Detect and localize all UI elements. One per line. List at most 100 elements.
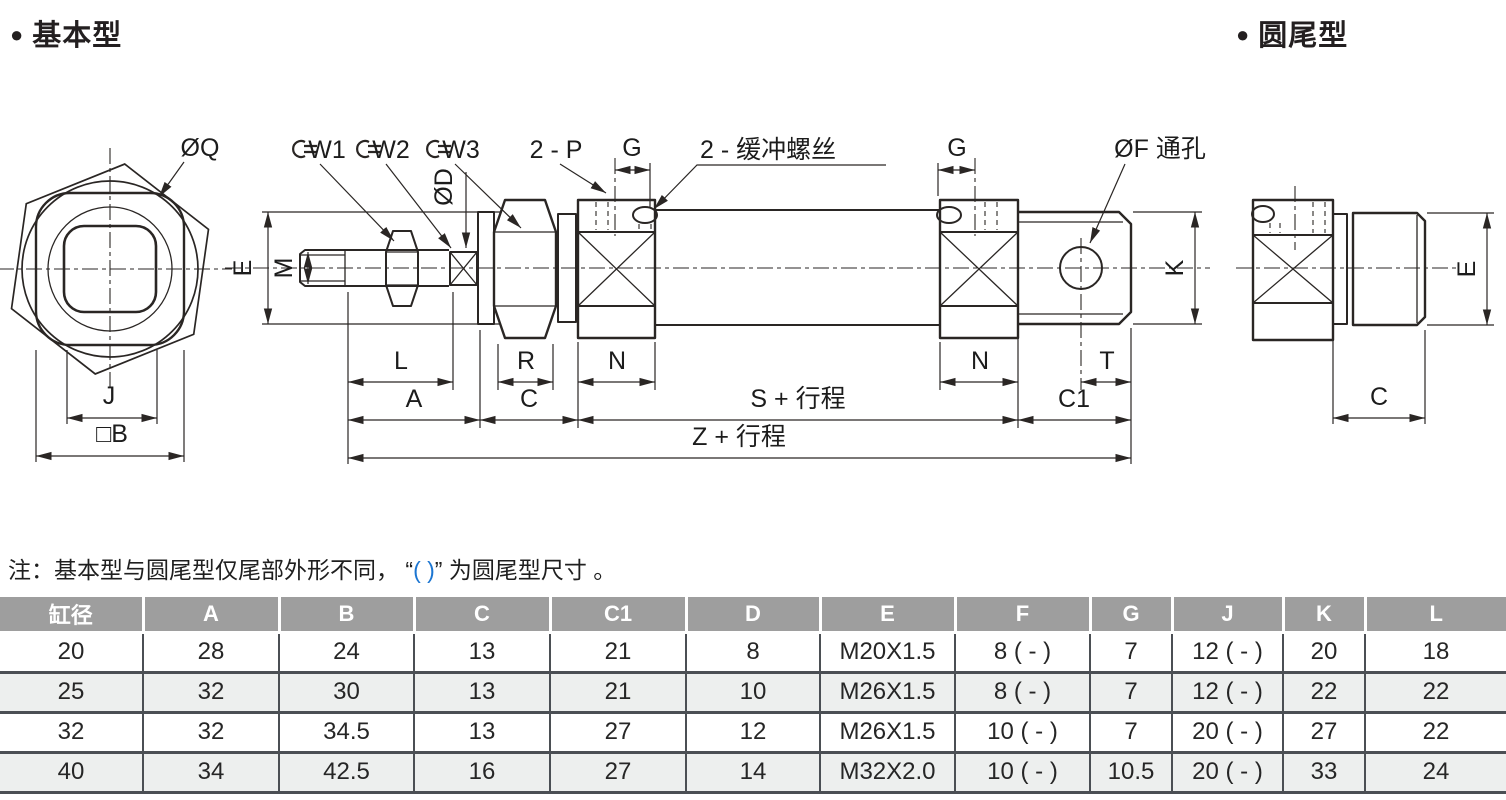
- table-cell: 20: [1282, 632, 1365, 672]
- col-header-g: G: [1090, 597, 1174, 634]
- table-cell: 12 ( - ): [1171, 670, 1283, 712]
- tail-block: [1018, 210, 1133, 390]
- dim-label-n-left: N: [608, 347, 626, 375]
- dim-label-w3: W3: [442, 136, 480, 164]
- table-cell: 32: [142, 670, 279, 712]
- table-cell: 20 ( - ): [1171, 750, 1283, 794]
- dim-label-c1: C1: [1058, 385, 1090, 413]
- table-row-bore-25: 25 32 30 13 21 10 M26X1.5 8 ( - ) 7 12 (…: [0, 670, 1506, 712]
- table-cell: 10.5: [1089, 750, 1172, 794]
- table-cell: 8: [685, 632, 820, 672]
- table-cell: 32: [142, 710, 279, 752]
- table-cell: M26X1.5: [819, 670, 955, 712]
- table-cell: 24: [278, 632, 414, 672]
- table-cell: 13: [413, 670, 550, 712]
- table-cell: 25: [0, 670, 143, 712]
- table-cell: 33: [1282, 750, 1365, 794]
- table-cell: 10 ( - ): [954, 750, 1090, 794]
- dimension-table: 缸径 A B C C1 D E F G J K L 20 28 24 13 21…: [0, 597, 1506, 794]
- col-header-d: D: [686, 597, 822, 634]
- table-cell: 30: [278, 670, 414, 712]
- table-cell: 7: [1089, 632, 1172, 672]
- dim-label-e: E: [229, 260, 257, 277]
- table-cell: 7: [1089, 670, 1172, 712]
- table-cell: 22: [1364, 670, 1506, 712]
- dim-label-z-stroke: Z + 行程: [692, 423, 786, 451]
- dim-label-od: ØD: [430, 168, 458, 206]
- vertical-dimensions: E M K: [229, 211, 1202, 325]
- table-cell: 8 ( - ): [954, 670, 1090, 712]
- table-cell: 32: [0, 710, 143, 752]
- table-cell: 27: [549, 750, 686, 794]
- note-parentheses: ( ): [413, 557, 435, 583]
- col-header-c1: C1: [550, 597, 688, 634]
- round-tail-view: E C: [1236, 186, 1494, 424]
- round-tail-dimensions: E C: [1332, 212, 1494, 424]
- dim-label-w2: W2: [372, 136, 410, 164]
- table-cell: 13: [413, 632, 550, 672]
- round-tail-collar: [1332, 213, 1348, 325]
- table-cell: 24: [1364, 750, 1506, 794]
- table-cell: 21: [549, 670, 686, 712]
- table-cell: 10 ( - ): [954, 710, 1090, 752]
- dim-label-b: □B: [96, 420, 128, 448]
- technical-drawing: ØQ J □B: [0, 134, 1494, 464]
- table-cell: 18: [1364, 632, 1506, 672]
- dim-label-l: L: [394, 347, 408, 375]
- table-cell: 22: [1282, 670, 1365, 712]
- table-cell: 14: [685, 750, 820, 794]
- table-cell: 27: [549, 710, 686, 752]
- dim-label-g-right: G: [947, 134, 966, 162]
- round-tail-type-label: 圆尾型: [1258, 20, 1349, 52]
- round-tail-head: [1251, 186, 1335, 342]
- table-cell: 16: [413, 750, 550, 794]
- mounting-nut: [477, 198, 577, 340]
- table-cell: 27: [1282, 710, 1365, 752]
- table-cell: 28: [142, 632, 279, 672]
- dim-label-e-right: E: [1453, 261, 1481, 278]
- table-cell: 42.5: [278, 750, 414, 794]
- table-cell: 10: [685, 670, 820, 712]
- b-dimension: □B: [35, 350, 185, 462]
- table-cell: 7: [1089, 710, 1172, 752]
- dim-label-t: T: [1099, 347, 1114, 375]
- dim-label-j: J: [103, 382, 116, 410]
- bullet-icon: ●: [1236, 22, 1251, 47]
- table-cell: M20X1.5: [819, 632, 955, 672]
- dim-label-c-right: C: [1370, 383, 1388, 411]
- side-view: W1 W2 W3 ØD 2 - P G 2 - 缓冲螺丝 G ØF 通孔: [225, 134, 1210, 464]
- table-cell: 40: [0, 750, 143, 794]
- cylinder-tube: [655, 209, 940, 326]
- round-tail-cap: [1351, 211, 1427, 327]
- col-header-c: C: [414, 597, 552, 634]
- col-header-j: J: [1172, 597, 1285, 634]
- col-header-k: K: [1283, 597, 1367, 634]
- table-cell: 13: [413, 710, 550, 752]
- dim-label-c: C: [520, 385, 538, 413]
- dim-label-m: M: [270, 258, 298, 279]
- col-header-e: E: [820, 597, 957, 634]
- dim-label-g-left: G: [622, 134, 641, 162]
- table-cell: 12 ( - ): [1171, 632, 1283, 672]
- table-row-bore-40: 40 34 42.5 16 27 14 M32X2.0 10 ( - ) 10.…: [0, 750, 1506, 794]
- dim-label-s-stroke: S + 行程: [750, 385, 845, 413]
- table-header-row: 缸径 A B C C1 D E F G J K L: [0, 597, 1506, 634]
- note-text: 注：基本型与圆尾型仅尾部外形不同， “( )” 为圆尾型尺寸 。: [8, 551, 616, 585]
- bottom-dimensions: L R N N T A C S + 行程 C1 Z + 行程: [347, 292, 1132, 464]
- front-head: [576, 158, 658, 340]
- bullet-icon: ●: [10, 22, 25, 47]
- basic-type-label: 基本型: [32, 20, 123, 52]
- table-cell: 20: [0, 632, 143, 672]
- table-row-bore-20: 20 28 24 13 21 8 M20X1.5 8 ( - ) 7 12 ( …: [0, 632, 1506, 672]
- dim-label-n-right: N: [971, 347, 989, 375]
- table-cell: 12: [685, 710, 820, 752]
- col-header-bore: 缸径: [0, 597, 145, 634]
- rear-head: [936, 158, 1020, 340]
- col-header-f: F: [955, 597, 1092, 634]
- col-header-b: B: [279, 597, 416, 634]
- note-prefix: 注：基本型与圆尾型仅尾部外形不同， “: [8, 557, 414, 583]
- table-cell: 21: [549, 632, 686, 672]
- dim-label-a: A: [406, 385, 423, 413]
- table-cell: 8 ( - ): [954, 632, 1090, 672]
- col-header-l: L: [1365, 597, 1506, 634]
